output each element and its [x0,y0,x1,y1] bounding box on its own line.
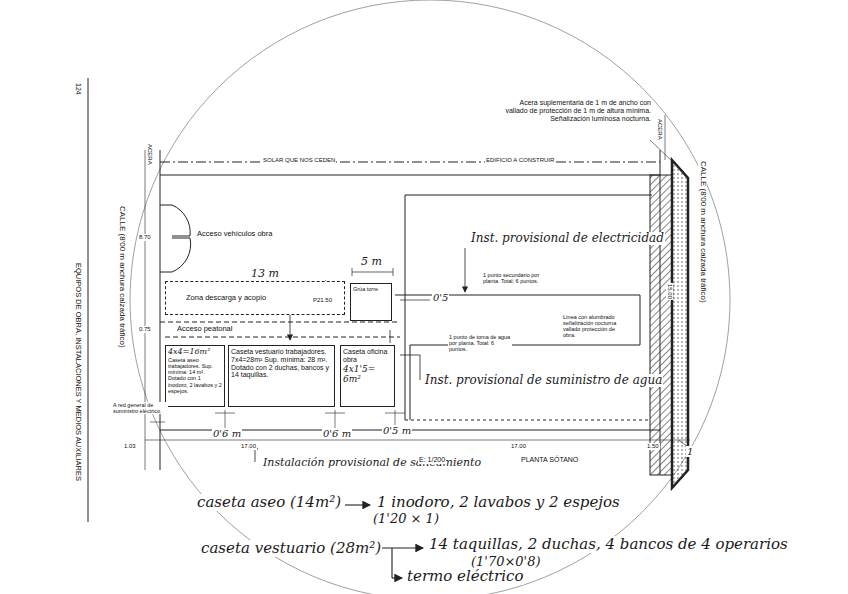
plan-line [395,410,396,426]
plan-rect [650,175,672,475]
plan-label: Acceso peatonal [176,325,233,333]
handwritten-note: 5 m [360,256,383,268]
plan-polyline [400,355,420,380]
plan-label: 1.50 [646,443,660,450]
plan-label: SOLAR QUE NOS CEDEN [262,157,336,164]
handwritten-note: 1 inodoro, 2 lavabos y 2 espejos [376,494,621,511]
plan-line [165,337,400,338]
plan-label: 124 [74,82,82,96]
locker-hut: Caseta vestuario trabajadores. 7x4=28m² … [228,345,335,407]
office-hut: Caseta oficina obra4x1'5= 6m² [340,345,395,407]
plan-label: CALLE (8'00 m anchura calzada tráfico) [117,205,126,349]
hut-label: Caseta oficina obra [343,348,392,364]
handwritten-note: caseta vestuario (28m²) [200,540,382,557]
plan-line [160,162,660,163]
handwritten-note: 0'5 [432,292,449,303]
plan-line [150,422,165,423]
plan-line [88,78,89,522]
plan-label: 1.03 [123,443,137,450]
handwritten-note: Inst. provisional de suministro de agua [424,374,663,387]
handwritten-note: 0'6 m [322,428,352,439]
plan-label: ACERA [146,143,153,166]
plan-label: 0.75 [138,326,152,333]
plan-line [352,272,393,273]
hut-label: Zona descarga y acopio [186,294,266,302]
plan-line [465,248,466,292]
plan-line [405,420,650,421]
plan-line [160,175,660,176]
handwritten-note: 4x4=16m² [168,348,222,357]
plan-label: A red general de suministro eléctrico. [112,402,168,414]
plan-line [380,547,423,548]
toilet-hut: 4x4=16m²Caseta aseo trabajadores. Sup. m… [165,345,225,407]
plan-line [325,413,345,414]
plan-line [392,577,402,578]
plan-path [172,238,191,272]
plan-label: Línea con alumbrado señalización nocturn… [562,314,628,339]
plan-line [145,150,146,470]
plan-path [672,160,688,488]
handwritten-note: caseta aseo (14m²) [196,494,342,511]
plan-line [145,440,690,441]
hut-label: Caseta aseo trabajadores. Sup. mínima: 1… [168,357,222,394]
plan-line [665,115,666,160]
plan-line [160,322,400,323]
plan-label: PLANTA SÓTANO [520,456,579,464]
plan-label: Acera suplementaria de 1 m de ancho con … [498,99,652,122]
plan-line [400,300,430,301]
plan-line [215,413,235,414]
plan-label: Acceso vehículos obra [196,230,273,238]
handwritten-note: termo eléctrico [406,568,524,585]
handwritten-note: 0'6 m [212,428,242,439]
hut-label: Caseta vestuario trabajadores. 7x4=28m² … [231,348,332,379]
handwritten-note: 14 taquillas, 2 duchas, 4 bancos de 4 op… [428,536,789,553]
plan-line [345,504,370,505]
handwritten-note: 1 [686,446,694,457]
plan-g [88,0,730,594]
plan-circle [130,0,730,594]
plan-line [650,140,676,165]
plan-label: 1 punto de toma de agua por planta. Tota… [448,334,512,352]
plan-label: ACERA [656,118,663,141]
handwritten-note: 13 m [250,268,280,280]
handwritten-note: Instalación provisional de saneamiento [262,457,482,469]
plan-label: 8.70 [138,234,152,241]
plan-label: CALLE (8'00 m anchura calzada tráfico) [698,160,707,304]
plan-line [352,268,353,276]
plan-label: P21.50 [312,297,333,304]
handwritten-note: Inst. provisional de electricidad [470,232,665,245]
handwritten-note: 0'5 m [382,425,412,436]
plan-label: 15.00 [666,283,673,300]
plan-label: E: 1/200 [418,456,446,464]
plan-line [393,268,394,276]
crane-box: Grúa torre [350,283,392,321]
plan-line [391,548,392,578]
plan-polyline [395,295,640,420]
plan-label: 17.00 [510,443,527,450]
hut-label: Grúa torre [353,286,389,292]
plan-line [390,330,391,343]
plan-label: EDIFICIO A CONSTRUIR [485,157,555,164]
plan-line [160,272,172,273]
handwritten-note: (1'20 × 1) [372,512,440,527]
plan-line [160,205,172,206]
plan-line [385,413,405,414]
plan-label: 17.00 [240,443,257,450]
plan-path [172,205,190,236]
plan-label: 1 punto secundario por planta. Total: 6 … [482,272,546,284]
plan-label: EQUIPOS DE OBRA, INSTALACIONES Y MEDIOS … [74,262,82,482]
handwritten-note: 4x1'5= 6m² [343,364,392,384]
